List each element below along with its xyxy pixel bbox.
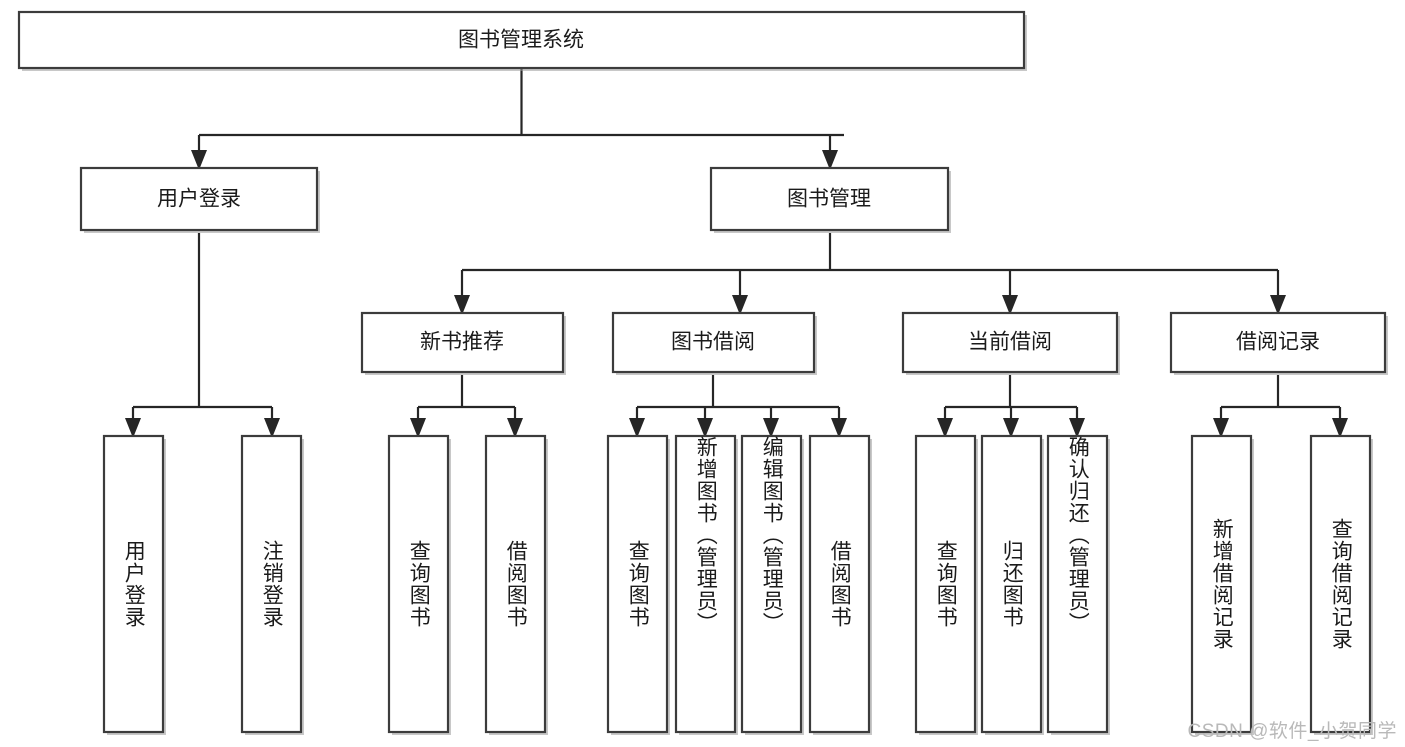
arrow-to-leaf-edit-book (763, 418, 779, 438)
csdn-watermark: CSDN @软件_小贺同学 (1187, 721, 1397, 742)
node-leaf-query-book-2[interactable] (606, 434, 670, 735)
arrow-to-borrow-record (1270, 295, 1286, 315)
leaf-box-layer (102, 434, 1373, 735)
arrow-to-new-book-recommend (454, 295, 470, 315)
arrow-to-leaf-borrow-book-1 (507, 418, 523, 438)
arrow-to-leaf-add-borrow-record (1213, 418, 1229, 438)
arrow-to-book-management (822, 150, 838, 170)
node-new-book-recommend[interactable]: 新书推荐 (360, 311, 566, 375)
node-leaf-return-book[interactable] (980, 434, 1044, 735)
arrow-to-leaf-query-book-2 (629, 418, 645, 438)
connector-layer (125, 68, 1348, 438)
node-book-management[interactable]: 图书管理 (709, 166, 951, 233)
node-user-login-label: 用户登录 (157, 188, 241, 211)
node-new-book-recommend-label: 新书推荐 (420, 331, 504, 354)
node-leaf-add-borrow-record[interactable] (1190, 434, 1254, 735)
arrow-to-current-borrow (1002, 295, 1018, 315)
node-borrow-record[interactable]: 借阅记录 (1169, 311, 1388, 375)
arrow-to-leaf-user-login (125, 418, 141, 438)
node-book-management-label: 图书管理 (787, 188, 871, 211)
node-leaf-logout-login[interactable] (240, 434, 304, 735)
arrow-to-leaf-logout-login (264, 418, 280, 438)
node-leaf-borrow-book-1[interactable] (484, 434, 548, 735)
arrow-to-leaf-confirm-return (1069, 418, 1085, 438)
arrow-to-user-login (191, 150, 207, 170)
arrow-to-leaf-query-borrow-record (1332, 418, 1348, 438)
node-user-login[interactable]: 用户登录 (79, 166, 320, 233)
node-current-borrow-label: 当前借阅 (968, 331, 1052, 354)
node-current-borrow[interactable]: 当前借阅 (901, 311, 1120, 375)
node-leaf-borrow-book-2[interactable] (808, 434, 872, 735)
arrow-to-leaf-borrow-book-2 (831, 418, 847, 438)
arrow-to-book-borrow (732, 295, 748, 315)
node-leaf-confirm-return[interactable] (1046, 434, 1110, 735)
node-leaf-edit-book[interactable] (740, 434, 804, 735)
node-book-borrow[interactable]: 图书借阅 (611, 311, 817, 375)
node-borrow-record-label: 借阅记录 (1236, 331, 1320, 354)
arrow-to-leaf-query-book-1 (410, 418, 426, 438)
node-root-label: 图书管理系统 (458, 29, 584, 52)
arrow-to-leaf-query-book-3 (937, 418, 953, 438)
node-leaf-add-book[interactable] (674, 434, 738, 735)
node-leaf-query-book-1[interactable] (387, 434, 451, 735)
node-leaf-user-login[interactable] (102, 434, 166, 735)
node-leaf-query-book-3[interactable] (914, 434, 978, 735)
arrow-to-leaf-add-book (697, 418, 713, 438)
node-book-borrow-label: 图书借阅 (671, 331, 755, 354)
node-leaf-query-borrow-record[interactable] (1309, 434, 1373, 735)
arrow-to-leaf-return-book (1003, 418, 1019, 438)
node-root[interactable]: 图书管理系统 (17, 10, 1027, 71)
